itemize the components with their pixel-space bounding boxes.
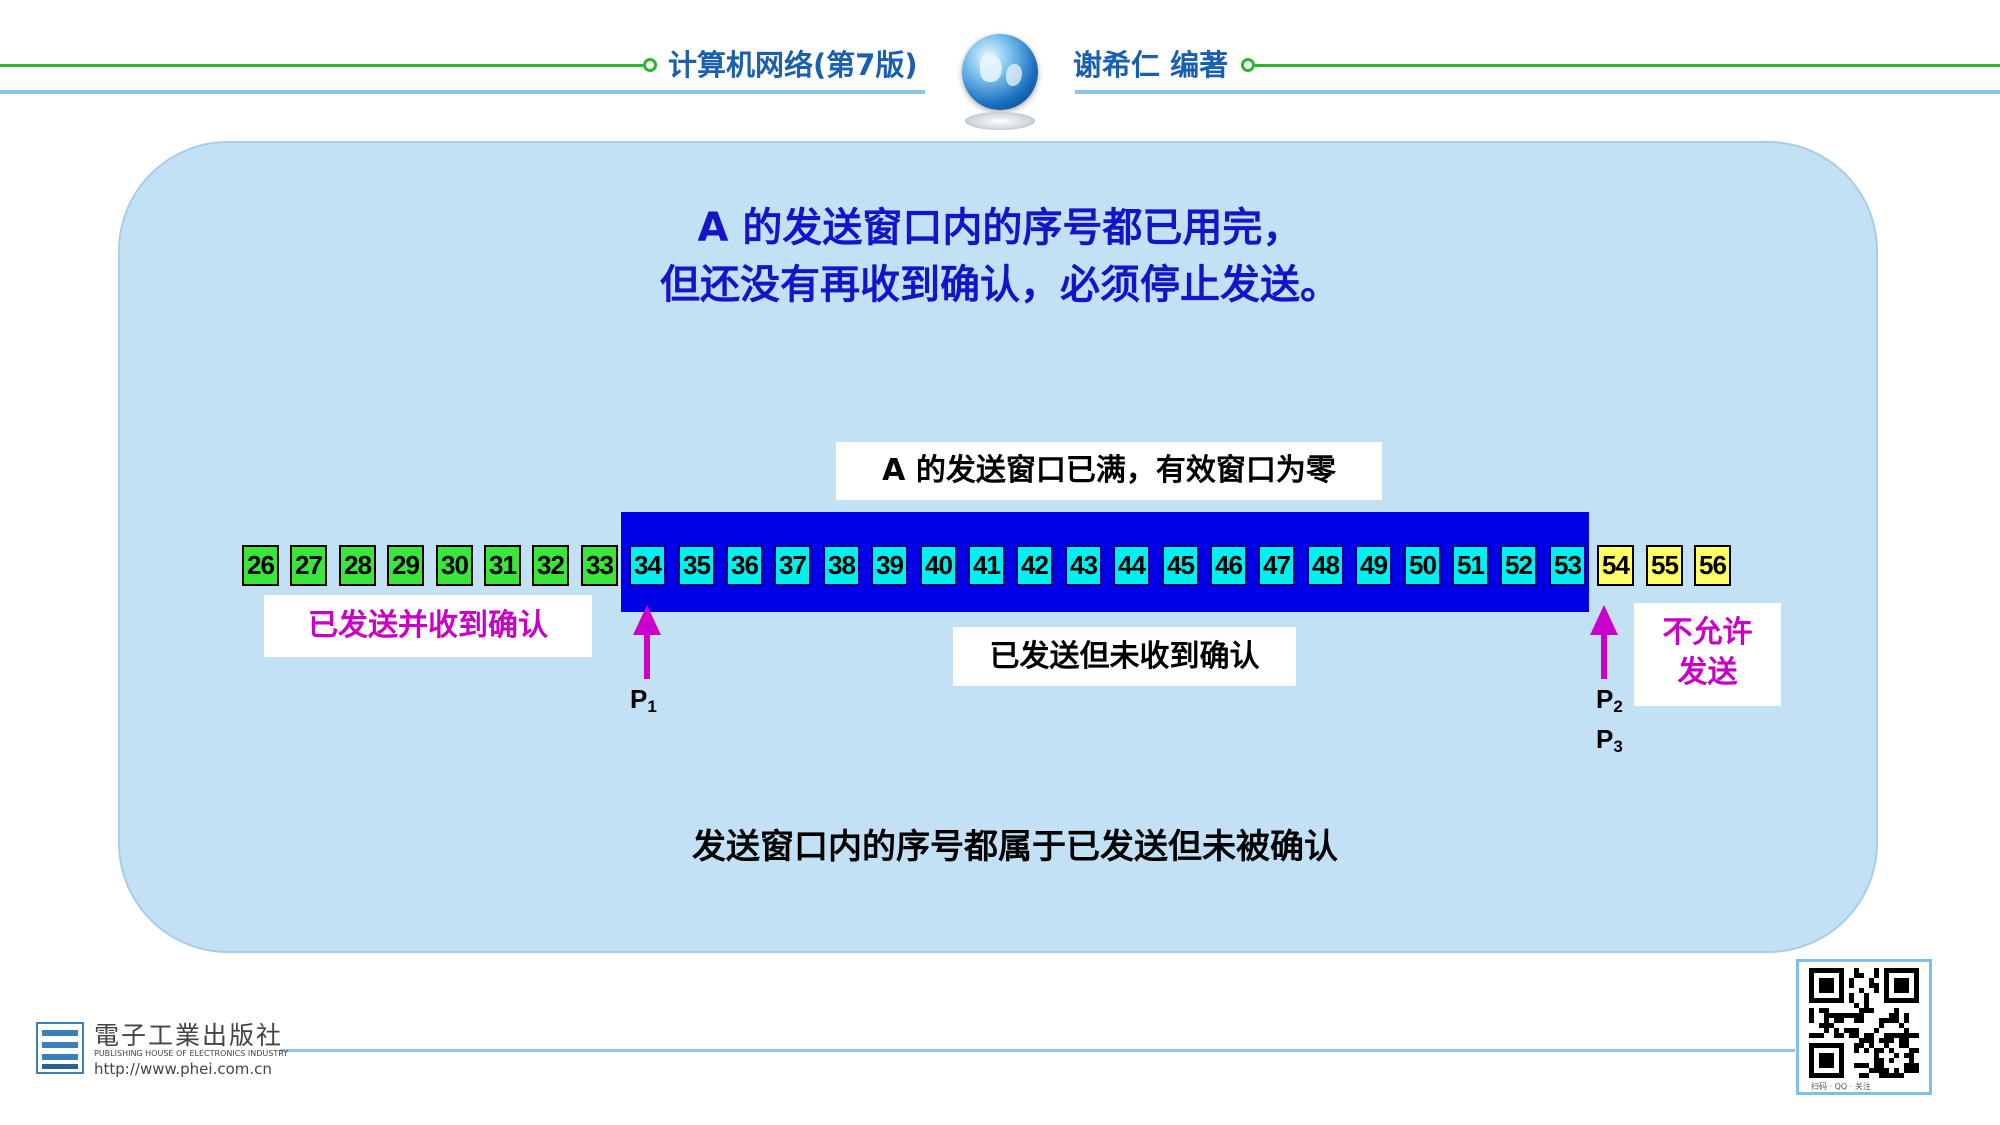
seq-cell-unacked: 49 [1355,545,1392,586]
globe-land-shape [980,54,1002,82]
sent-acked-label: 已发送并收到确认 [264,595,592,657]
not-allowed-label-line-2: 发送 [1677,655,1738,690]
seq-cell-unacked: 48 [1307,545,1344,586]
footer-line [280,1049,1795,1052]
window-full-label: A 的发送窗口已满，有效窗口为零 [836,442,1382,500]
publisher-url[interactable]: http://www.phei.com.cn [94,1060,272,1078]
seq-cell-unacked: 37 [774,545,811,586]
header-circle-right [1241,58,1255,72]
globe-base [965,112,1035,130]
seq-cell-unacked: 35 [678,545,715,586]
seq-cell-acked: 26 [242,545,279,586]
p1-arrow-shaft [644,633,650,679]
globe-land-shape [1006,64,1022,86]
seq-cell-acked: 27 [290,545,327,586]
qr-code-frame [1796,959,1932,1095]
p3-label: P3 [1596,724,1623,757]
seq-cell-unacked: 39 [871,545,908,586]
book-author: 谢希仁 编著 [1073,48,1229,82]
p1-letter: P [630,684,648,714]
seq-cell-unacked: 36 [726,545,763,586]
seq-cell-unacked: 46 [1210,545,1247,586]
header-line-blue-right [1075,90,2000,94]
seq-cell-unacked: 43 [1065,545,1102,586]
seq-cell-unacked: 44 [1113,545,1150,586]
not-allowed-label: 不允许 发送 [1634,603,1781,706]
header-circle-left [643,58,657,72]
seq-cell-acked: 31 [484,545,521,586]
seq-cell-unacked: 38 [823,545,860,586]
p2-arrow-shaft [1601,633,1607,679]
seq-cell-unacked: 34 [629,545,666,586]
seq-cell-unacked: 53 [1549,545,1586,586]
seq-cell-not-allowed: 56 [1694,545,1731,586]
p1-arrow-head [633,605,661,635]
seq-cell-not-allowed: 55 [1646,545,1683,586]
p1-sub: 1 [647,697,657,716]
globe-icon [962,34,1038,110]
qr-caption: 扫码 · QQ · 关注 [1811,1082,1871,1091]
seq-cell-unacked: 45 [1162,545,1199,586]
qr-code-icon [1809,968,1919,1078]
seq-cell-acked: 30 [436,545,473,586]
bottom-note: 发送窗口内的序号都属于已发送但未被确认 [692,827,1338,867]
panel-title-line-1: A 的发送窗口内的序号都已用完， [697,205,1303,251]
seq-cell-acked: 28 [339,545,376,586]
not-allowed-label-line-1: 不允许 [1662,615,1753,650]
book-title: 计算机网络(第7版) [668,48,918,82]
p3-sub: 3 [1613,737,1623,756]
header-line-blue-left [0,90,925,94]
seq-cell-unacked: 51 [1452,545,1489,586]
seq-cell-not-allowed: 54 [1597,545,1634,586]
panel-title-line-2: 但还没有再收到确认，必须停止发送。 [660,262,1340,308]
publisher-logo-icon [36,1022,84,1074]
seq-cell-unacked: 41 [968,545,1005,586]
p2-label: P2 [1596,684,1623,717]
send-window [621,512,1589,612]
publisher-name-cn: 電子工業出版社 [94,1021,284,1050]
p1-label: P1 [630,684,657,717]
seq-cell-acked: 32 [532,545,569,586]
seq-cell-acked: 33 [581,545,618,586]
p3-letter: P [1596,724,1614,754]
seq-cell-unacked: 52 [1500,545,1537,586]
seq-cell-unacked: 42 [1016,545,1053,586]
seq-cell-unacked: 47 [1258,545,1295,586]
header-line-green-right [1255,64,2000,67]
p2-letter: P [1596,684,1614,714]
header-line-green-left [0,64,645,67]
seq-cell-unacked: 40 [920,545,957,586]
p2-sub: 2 [1613,697,1623,716]
publisher-name-en: PUBLISHING HOUSE OF ELECTRONICS INDUSTRY [94,1049,289,1058]
p2-arrow-head [1590,605,1618,635]
seq-cell-unacked: 50 [1404,545,1441,586]
seq-cell-acked: 29 [387,545,424,586]
sent-unacked-label: 已发送但未收到确认 [953,627,1296,686]
